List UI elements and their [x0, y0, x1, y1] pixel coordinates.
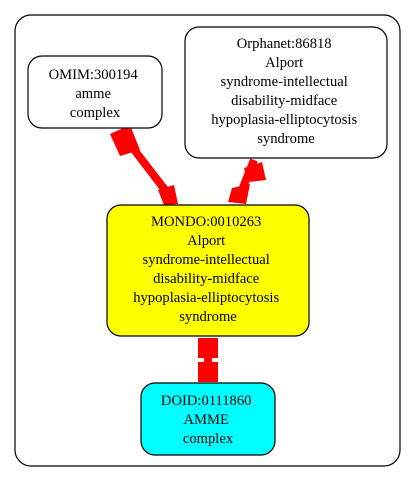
node-orphanet-label: Orphanet:86818 Alport syndrome-intellect…	[211, 36, 361, 147]
node-mondo-line-2: Alport	[187, 233, 225, 249]
node-mondo-line-3: syndrome-intellectual	[143, 252, 270, 268]
node-mondo-label: MONDO:0010263 Alport syndrome-intellectu…	[133, 214, 283, 325]
edges	[110, 125, 266, 382]
node-omim-line-1: OMIM:300194	[49, 67, 139, 83]
node-mondo-box	[106, 204, 310, 337]
node-orphanet-line-5: hypoplasia-elliptocytosis	[211, 112, 357, 128]
cluster-border	[14, 14, 401, 467]
node-doid-line-2: AMME	[183, 412, 228, 428]
node-orphanet-box	[184, 26, 388, 159]
node-mondo-line-4: disability-midface	[153, 271, 259, 287]
node-omim-box	[27, 55, 163, 129]
node-doid[interactable]: DOID:0111860 AMME complex	[140, 382, 276, 456]
node-omim-label: OMIM:300194 amme complex	[49, 67, 142, 121]
node-orphanet-line-4: disability-midface	[231, 93, 337, 109]
edge-arrow-tail	[110, 125, 140, 156]
node-orphanet-line-2: Alport	[265, 55, 303, 71]
edge-arrow-head	[198, 362, 218, 382]
node-omim-line-3: complex	[70, 105, 121, 121]
edge-mondo-doid	[198, 338, 218, 382]
node-mondo-line-1: MONDO:0010263	[151, 214, 261, 230]
node-mondo[interactable]: MONDO:0010263 Alport syndrome-intellectu…	[106, 204, 310, 337]
node-omim-line-2: amme	[75, 86, 111, 102]
edge-omim-mondo	[110, 125, 178, 205]
node-orphanet[interactable]: Orphanet:86818 Alport syndrome-intellect…	[184, 26, 388, 159]
node-mondo-line-5: hypoplasia-elliptocytosis	[133, 290, 279, 306]
node-doid-line-1: DOID:0111860	[161, 393, 252, 409]
edge-orphanet-mondo	[228, 158, 266, 204]
edge-arrow-tail	[244, 162, 266, 182]
node-orphanet-line-3: syndrome-intellectual	[221, 74, 348, 90]
node-doid-box	[140, 382, 276, 456]
edge-arrow-head	[158, 185, 178, 205]
node-orphanet-line-1: Orphanet:86818	[237, 36, 332, 52]
node-doid-line-3: complex	[183, 431, 234, 447]
edge-arrow-tail	[198, 338, 218, 358]
node-omim[interactable]: OMIM:300194 amme complex	[27, 55, 163, 129]
edge-arrow-head	[228, 184, 250, 204]
node-orphanet-line-6: syndrome	[257, 131, 315, 147]
node-doid-label: DOID:0111860 AMME complex	[161, 393, 255, 447]
node-mondo-line-6: syndrome	[179, 309, 237, 325]
